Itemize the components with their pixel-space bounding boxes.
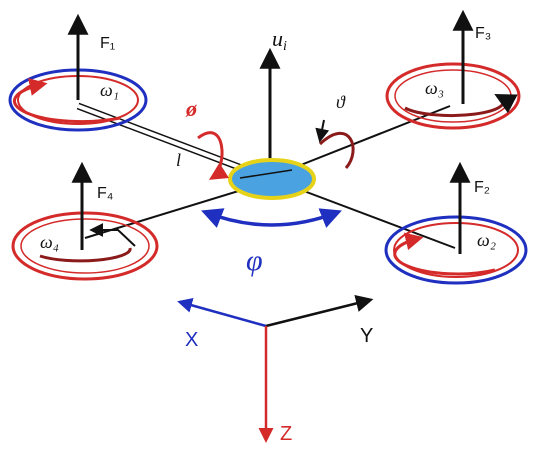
- x-axis-arrow: [177, 298, 267, 328]
- rotor-2-inner-ring: [393, 222, 519, 278]
- pitch-arrow-head: [315, 119, 330, 143]
- y-axis-label: Y: [360, 325, 373, 347]
- rotor-2-omega-label: ω₂: [477, 230, 496, 250]
- rotor-4-inner-ring: [20, 218, 150, 274]
- body-ellipse: [228, 158, 316, 200]
- x-axis-label: X: [185, 329, 198, 351]
- center-body: ui ø ϑ φ l: [176, 26, 355, 277]
- rotor-2-force-label: F₂: [474, 179, 490, 196]
- y-axis-arrow: [265, 294, 374, 328]
- rotor-3-spin-arrow: [404, 94, 518, 118]
- rotor-2: F₂ ω₂: [384, 161, 528, 285]
- rotor-3-force-label: F₃: [475, 25, 491, 42]
- rotor-4-ring: [11, 211, 159, 281]
- body-axis: [239, 169, 293, 179]
- rotor-4-spin-trail: [39, 247, 132, 263]
- roll-arrow: [197, 131, 229, 180]
- rotor-3-ring: [385, 62, 521, 130]
- rotor-1: F₁ ω₁: [8, 13, 148, 132]
- rotor-4-spin-arrow: [89, 223, 136, 247]
- pitch-label: ϑ: [336, 92, 346, 112]
- thrust-label: ui: [272, 26, 287, 54]
- arm-2: [279, 181, 456, 249]
- rotor-1-force-label: F₁: [100, 35, 115, 52]
- yaw-label: φ: [246, 244, 263, 277]
- arm-length-label: l: [176, 150, 181, 170]
- arm-1-inner: [77, 104, 269, 180]
- rotor-2-spin-arrow: [393, 232, 496, 276]
- rotor-3: F₃ ω₃: [385, 9, 521, 130]
- rotor-3-omega-label: ω₃: [425, 78, 444, 98]
- roll-label: ø: [185, 96, 198, 121]
- rotor-4-omega-label: ω₄: [40, 232, 59, 252]
- rotor-1-spin-arrow: [12, 78, 121, 124]
- rotor-4-force-label: F₄: [97, 185, 113, 202]
- rotor-4: F₄ ω₄: [11, 161, 159, 281]
- rotor-2-ring: [384, 215, 528, 285]
- arm-3: [277, 105, 451, 175]
- rotor-1-omega-label: ω₁: [100, 80, 119, 100]
- reference-axes: X Y Z: [177, 294, 374, 445]
- z-axis-label: Z: [280, 423, 292, 445]
- yaw-arrow: [201, 208, 342, 228]
